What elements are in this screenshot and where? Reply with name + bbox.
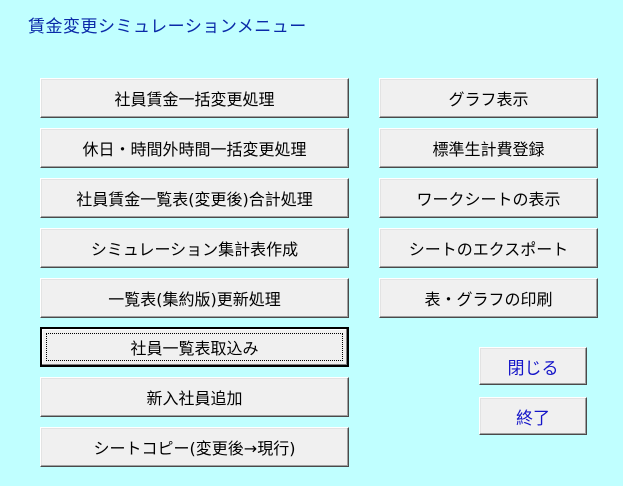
window-title: 賃金変更シミュレーションメニュー xyxy=(28,17,307,37)
close-button[interactable]: 閉じる xyxy=(479,347,587,385)
summary-list-update-button[interactable]: 一覧表(集約版)更新処理 xyxy=(40,278,349,318)
export-sheet-button[interactable]: シートのエクスポート xyxy=(379,228,598,268)
import-employee-list-button[interactable]: 社員一覧表取込み xyxy=(40,327,349,367)
wage-list-total-button[interactable]: 社員賃金一覧表(変更後)合計処理 xyxy=(40,178,349,218)
simulation-summary-button[interactable]: シミュレーション集計表作成 xyxy=(40,228,349,268)
add-new-employee-button[interactable]: 新入社員追加 xyxy=(40,377,349,417)
show-graph-button[interactable]: グラフ表示 xyxy=(379,78,598,118)
bulk-wage-change-button[interactable]: 社員賃金一括変更処理 xyxy=(40,78,349,118)
exit-button[interactable]: 終了 xyxy=(479,397,587,435)
standard-cost-register-button[interactable]: 標準生計費登録 xyxy=(379,128,598,168)
print-table-graph-button[interactable]: 表・グラフの印刷 xyxy=(379,278,598,318)
sheet-copy-button[interactable]: シートコピー(変更後→現行) xyxy=(40,427,349,467)
show-worksheet-button[interactable]: ワークシートの表示 xyxy=(379,178,598,218)
bulk-holiday-overtime-change-button[interactable]: 休日・時間外時間一括変更処理 xyxy=(40,128,349,168)
import-employee-list-label: 社員一覧表取込み xyxy=(130,339,259,358)
